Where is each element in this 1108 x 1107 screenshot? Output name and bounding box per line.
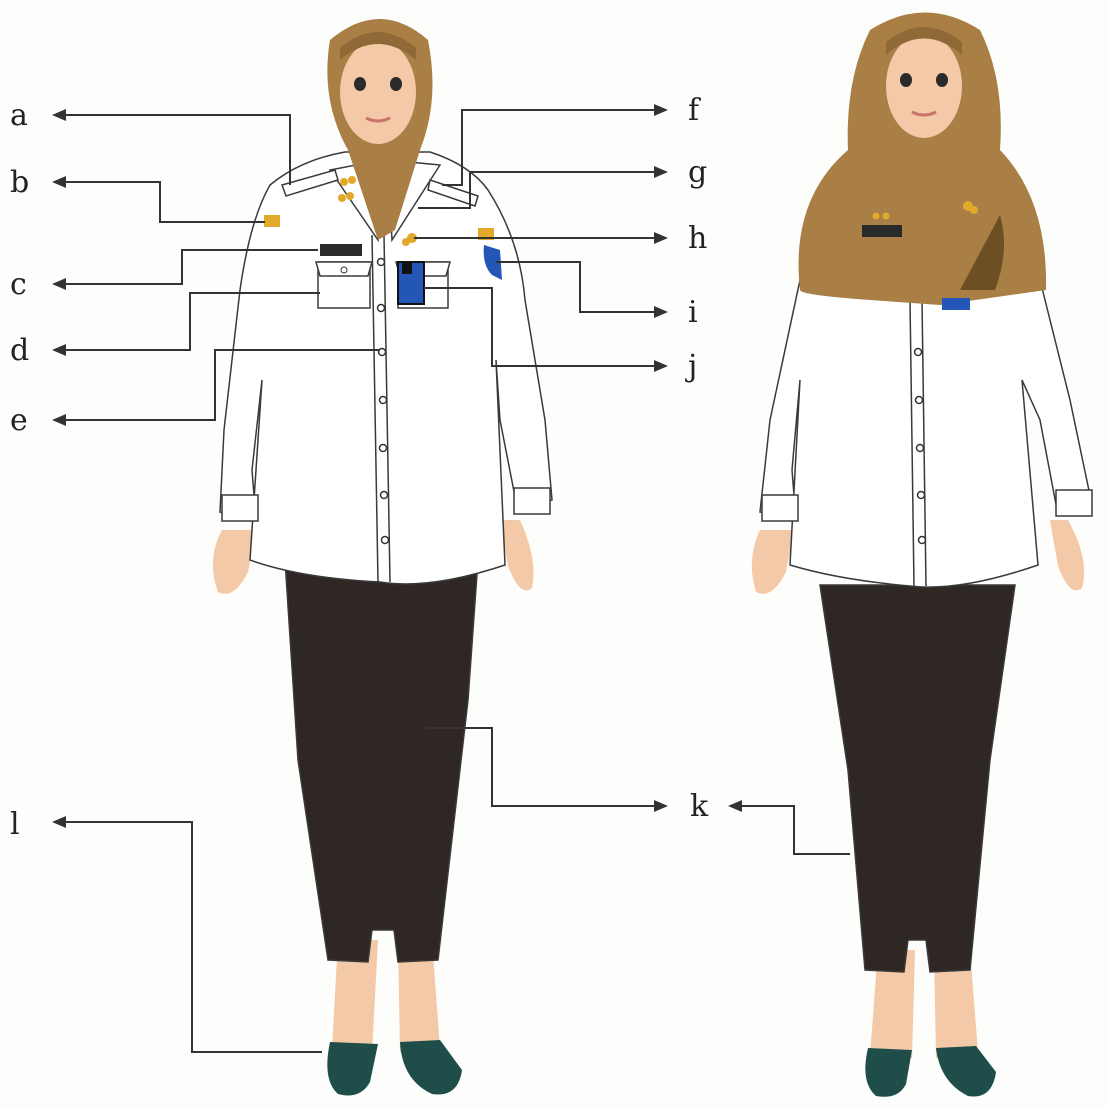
label-b: b <box>10 165 29 200</box>
back-id-badge <box>942 298 970 310</box>
back-nameplate <box>862 225 902 237</box>
label-i: i <box>688 295 698 330</box>
front-left-cuff <box>222 495 258 521</box>
back-skirt <box>820 585 1015 972</box>
front-figure <box>213 19 552 1096</box>
label-c: c <box>10 267 27 302</box>
label-h: h <box>688 221 707 256</box>
label-l: l <box>10 807 20 842</box>
front-skirt <box>285 560 478 962</box>
label-j: j <box>685 349 697 384</box>
back-figure <box>752 13 1092 1097</box>
back-right-cuff <box>1056 490 1092 516</box>
back-face <box>886 34 962 138</box>
label-a: a <box>10 98 28 133</box>
front-nameplate <box>320 244 362 256</box>
label-e: e <box>10 403 28 438</box>
front-right-cuff <box>514 488 550 514</box>
label-g: g <box>688 155 707 190</box>
front-left-pocket <box>316 262 372 308</box>
left-shoulder-bar <box>264 215 280 227</box>
label-d: d <box>10 333 29 368</box>
label-f: f <box>688 93 701 128</box>
back-shoes <box>865 1046 996 1097</box>
label-k: k <box>690 789 709 824</box>
back-left-cuff <box>762 495 798 521</box>
front-shoes <box>327 1040 462 1096</box>
